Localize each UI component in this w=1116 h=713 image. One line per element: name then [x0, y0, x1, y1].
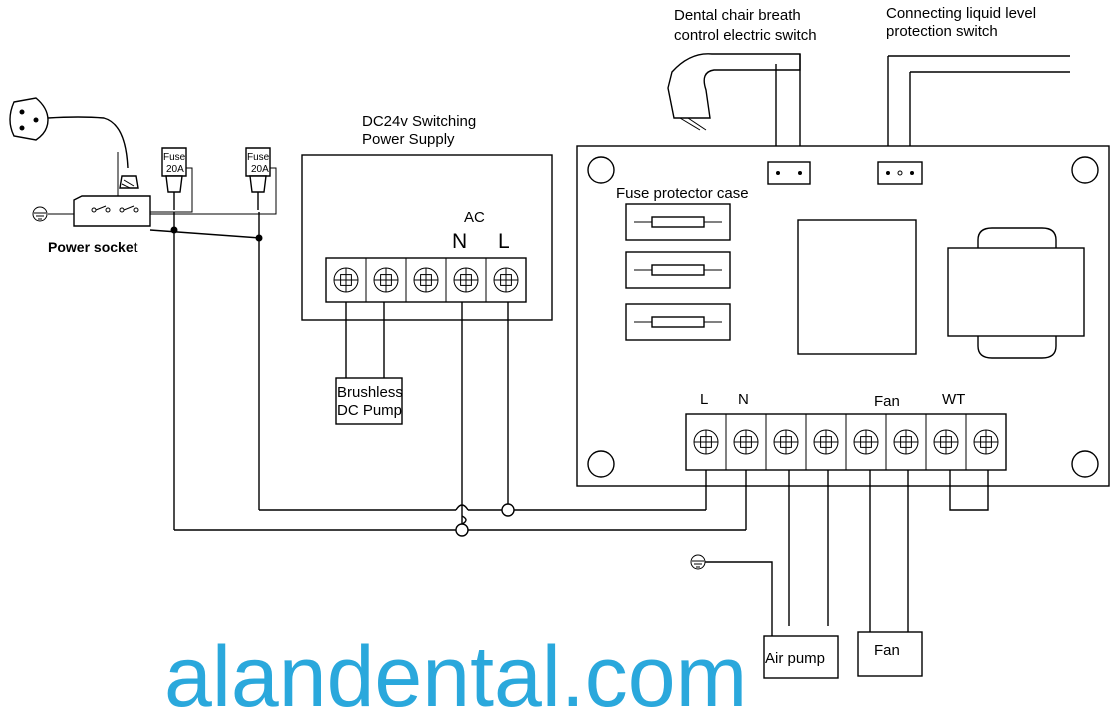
terminal-screw — [445, 258, 479, 302]
psu-label-line2: Power Supply — [362, 131, 455, 148]
svg-text:20A: 20A — [251, 164, 269, 175]
psu-l-label: L — [498, 230, 510, 253]
terminal-screw — [925, 414, 959, 470]
breath-switch-connector — [767, 161, 811, 185]
psu-n-label: N — [452, 230, 467, 253]
terminal-screw — [693, 429, 719, 455]
terminal-screw — [333, 267, 359, 293]
svg-text:20A: 20A — [166, 164, 184, 175]
pump-label-line1: Brushless — [337, 384, 403, 401]
pump-label-line2: DC Pump — [337, 402, 402, 419]
breath-switch-label-line1: Dental chair breath — [674, 7, 801, 24]
fuse-case-label: Fuse protector case — [616, 185, 749, 202]
terminal-screw — [485, 258, 519, 302]
liquid-switch-label-line2: protection switch — [886, 23, 998, 40]
plug-icon — [9, 97, 129, 169]
psu-label-line1: DC24v Switching — [362, 113, 476, 130]
power-socket — [48, 152, 151, 227]
watermark: alandental.com — [164, 629, 747, 713]
fuse-holder-2: Fuse 20A — [150, 147, 277, 215]
air-pump-label: Air pump — [765, 650, 825, 667]
terminal-screw — [725, 414, 759, 470]
psu-ac-label: AC — [464, 209, 485, 226]
board-chip — [797, 219, 917, 355]
fuse-holder-1: Fuse 20A — [150, 147, 193, 213]
board-fan-label: Fan — [874, 393, 900, 410]
ground-icon — [32, 206, 48, 222]
transformer — [947, 227, 1085, 359]
fuse-protector-case — [625, 203, 731, 341]
terminal-screw — [845, 414, 879, 470]
psu-terminal-block — [325, 257, 527, 303]
air-pump-ground-icon — [690, 554, 706, 570]
liquid-switch-label-line1: Connecting liquid level — [886, 5, 1036, 22]
terminal-screw — [365, 258, 399, 302]
brushless-dc-pump-box — [335, 377, 403, 425]
liquid-switch-connector — [877, 161, 923, 185]
board-l-label: L — [700, 391, 708, 408]
terminal-screw — [965, 414, 999, 470]
fan-box — [857, 631, 923, 677]
air-pump-box — [763, 635, 839, 679]
breath-switch-cable — [667, 53, 801, 172]
terminal-screw — [765, 414, 799, 470]
terminal-screw — [405, 258, 439, 302]
svg-text:Fuse: Fuse — [247, 152, 270, 163]
power-socket-label: Power socket — [48, 239, 138, 255]
board-terminal-block — [685, 413, 1007, 471]
board-n-label: N — [738, 391, 749, 408]
svg-text:Fuse: Fuse — [163, 152, 186, 163]
terminal-screw — [805, 414, 839, 470]
board-mounting-holes — [587, 156, 1099, 478]
terminal-screw — [885, 414, 919, 470]
breath-switch-label-line2: control electric switch — [674, 27, 817, 44]
fan-label: Fan — [874, 642, 900, 659]
board-wt-label: WT — [942, 391, 965, 408]
